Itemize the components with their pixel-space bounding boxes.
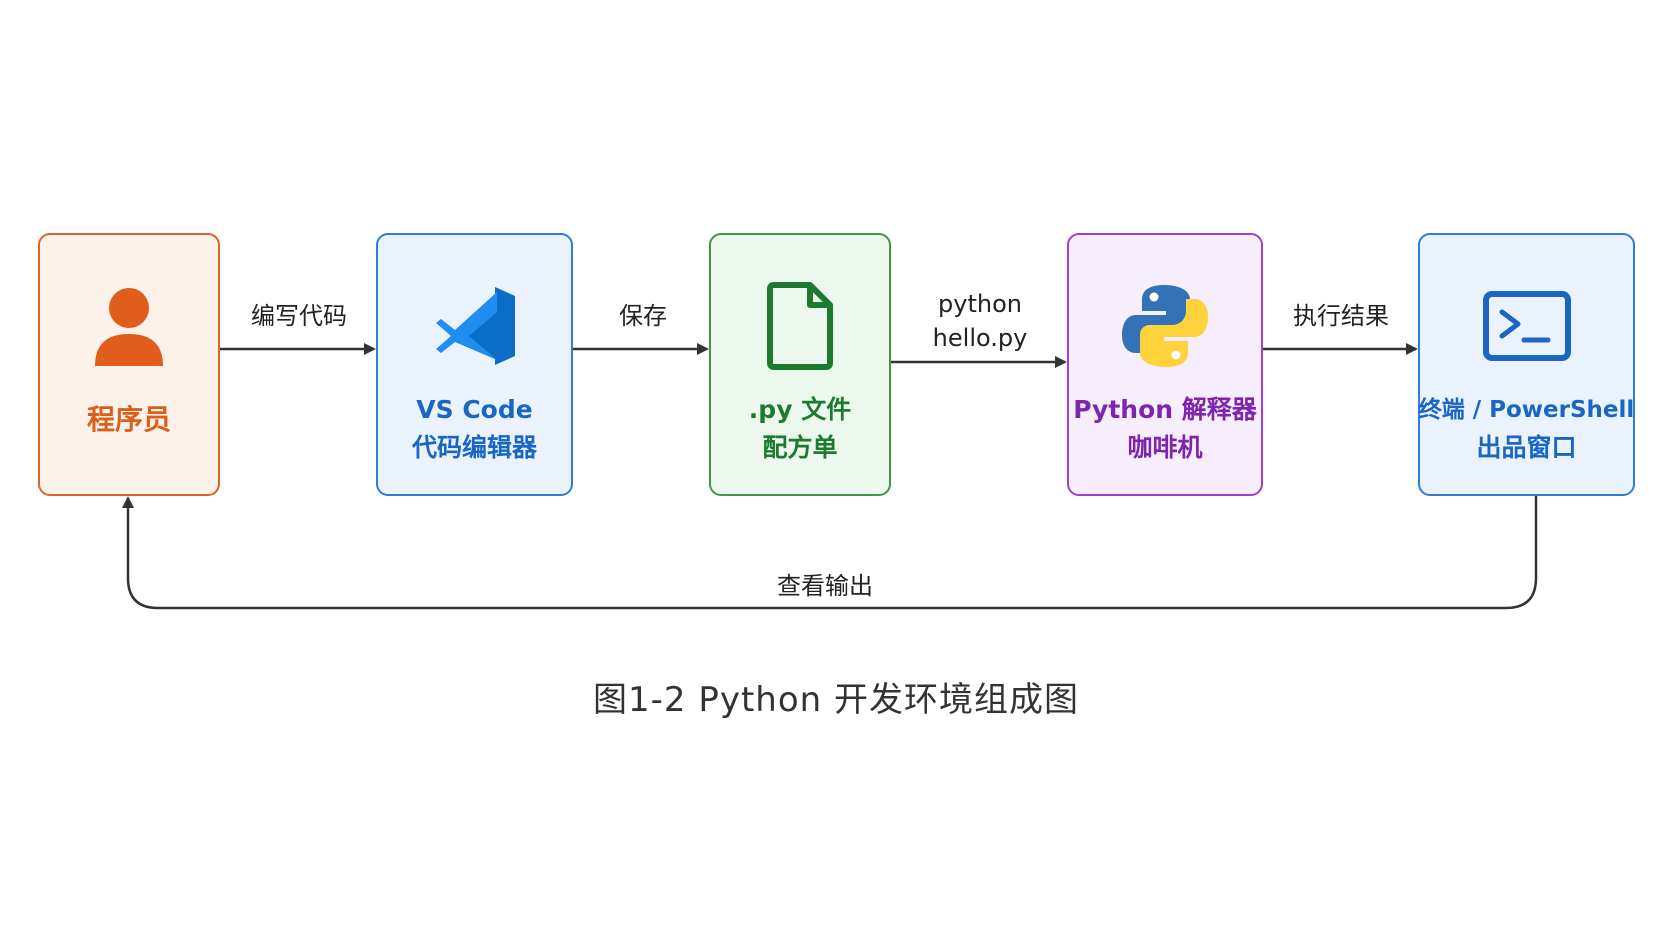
vscode-node: VS Code 代码编辑器 [376,233,573,496]
edge-label-write-code: 编写代码 [251,302,347,330]
terminal-label-line2: 出品窗口 [1476,433,1577,462]
interpreter-label-line1: Python 解释器 [1073,395,1257,424]
terminal-node: 终端 / PowerShell 出品窗口 [1418,233,1635,496]
pyfile-label-line2: 配方单 [762,433,838,462]
edge-label-view-output: 查看输出 [777,572,873,600]
terminal-icon [1482,279,1572,373]
interpreter-label-line2: 咖啡机 [1127,433,1203,462]
vscode-label-line1: VS Code [416,395,533,424]
file-icon [766,279,834,373]
figure-caption: 图1-2 Python 开发环境组成图 [592,680,1079,720]
terminal-label-line1: 终端 / PowerShell [1418,397,1635,423]
pyfile-label-line1: .py 文件 [748,395,852,424]
edge-label-run-line1: python [938,290,1022,318]
python-logo-icon [1122,279,1208,373]
vscode-icon [433,279,517,373]
person-icon [93,279,165,373]
pyfile-node: .py 文件 配方单 [709,233,891,496]
vscode-label-line2: 代码编辑器 [411,433,537,462]
edge-label-save: 保存 [619,302,667,330]
developer-label: 程序员 [86,403,171,436]
edge-label-exec-result: 执行结果 [1293,302,1389,330]
arrow-view-output [122,496,1538,610]
edge-label-run-line2: hello.py [932,324,1028,352]
developer-node: 程序员 [38,233,220,496]
interpreter-node: Python 解释器 咖啡机 [1067,233,1263,496]
